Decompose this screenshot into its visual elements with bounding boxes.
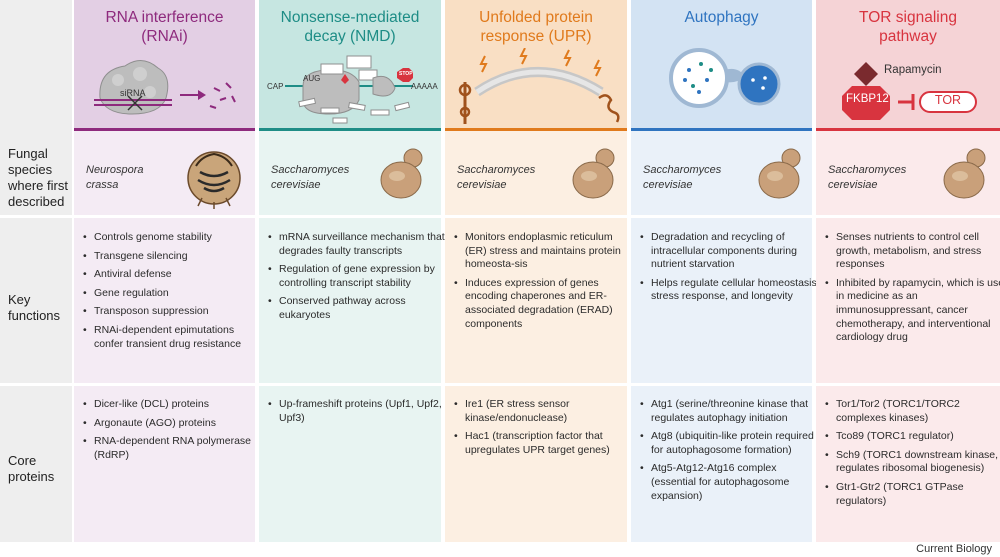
illustration-label-fkbp12: FKBP12: [846, 93, 889, 105]
header-title-rnai: RNA interference (RNAi): [105, 9, 224, 45]
illustration-label-rapamycin: Rapamycin: [884, 64, 942, 76]
list-item: Inhibited by rapamycin, which is used in…: [825, 277, 1000, 345]
yeast-cell-icon: [758, 148, 801, 199]
list-item: Atg1 (serine/threonine kinase that regul…: [640, 398, 823, 425]
illustration-label-cap: CAP: [267, 82, 284, 91]
row-label-species: Fungal species where first described: [8, 146, 68, 209]
column-upr: Unfolded protein response (UPR) Saccharo…: [445, 0, 627, 542]
species-tor: Saccharomyces cerevisiae: [828, 164, 907, 191]
row-divider: [0, 215, 1000, 218]
row-label-column: [0, 0, 72, 542]
proteins-list-tor: Tor1/Tor2 (TORC1/TORC2 complexes kinases…: [822, 398, 1000, 513]
illustration-label-aug: AUG: [303, 74, 321, 83]
row-label-functions: Key functions: [8, 292, 61, 323]
list-item: Degradation and recycling of intracellul…: [640, 231, 823, 272]
list-item: Senses nutrients to control cell growth,…: [825, 231, 1000, 272]
list-item: Dicer-like (DCL) proteins: [83, 398, 266, 412]
ribosome-mrna-icon: [285, 55, 413, 124]
proteins-list-upr: Ire1 (ER stress sensor kinase/endonuclea…: [451, 398, 637, 462]
header-title-upr: Unfolded protein response (UPR): [479, 9, 593, 45]
list-item: RNA-dependent RNA polymerase (RdRP): [83, 435, 266, 462]
list-item: Gene regulation: [83, 287, 266, 301]
illustration-label-tor: TOR: [934, 93, 962, 107]
header-accent-line-autophagy: [631, 128, 812, 131]
list-item: Atg8 (ubiquitin-like protein required fo…: [640, 430, 823, 457]
list-item: Atg5-Atg12-Atg16 complex (essential for …: [640, 462, 823, 503]
neurospora-fruiting-body-icon: [187, 151, 241, 209]
list-item: Monitors endoplasmic reticulum (ER) stre…: [454, 231, 637, 272]
proteins-list-autophagy: Atg1 (serine/threonine kinase that regul…: [637, 398, 823, 508]
yeast-cell-icon: [943, 148, 986, 199]
autophagosome-icon: [669, 48, 781, 108]
illustration-label-polya: AAAAA: [411, 82, 438, 91]
header-accent-line-tor: [816, 128, 1000, 131]
header-accent-line-upr: [445, 128, 627, 131]
dicer-complex-icon: [94, 60, 236, 115]
functions-list-nmd: mRNA surveillance mechanism that degrade…: [265, 231, 451, 328]
list-item: Argonaute (AGO) proteins: [83, 417, 266, 431]
header-title-autophagy: Autophagy: [684, 9, 759, 26]
list-item: Tor1/Tor2 (TORC1/TORC2 complexes kinases…: [825, 398, 1000, 425]
illustration-label-stop: STOP: [399, 71, 413, 77]
species-upr: Saccharomyces cerevisiae: [457, 164, 536, 191]
illustration-label-sirna: siRNA: [120, 88, 146, 98]
list-item: Regulation of gene expression by control…: [268, 263, 451, 290]
species-autophagy: Saccharomyces cerevisiae: [643, 164, 722, 191]
header-autophagy: Autophagy: [631, 0, 812, 131]
header-upr: Unfolded protein response (UPR): [445, 0, 627, 131]
header-title-tor: TOR signaling pathway: [859, 9, 957, 45]
header-title-nmd: Nonsense-mediated decay (NMD): [280, 9, 420, 45]
header-accent-line-rnai: [74, 128, 255, 131]
row-divider: [0, 383, 1000, 386]
list-item: Sch9 (TORC1 downstream kinase, regulates…: [825, 449, 1000, 476]
list-item: Helps regulate cellular homeostasis, str…: [640, 277, 823, 304]
column-tor: TOR signaling pathway Rapamycin FKBP12 T…: [816, 0, 1000, 542]
functions-list-upr: Monitors endoplasmic reticulum (ER) stre…: [451, 231, 637, 336]
header-accent-line-nmd: [259, 128, 441, 131]
tor-inhibition-icon: [842, 62, 977, 120]
list-item: mRNA surveillance mechanism that degrade…: [268, 231, 451, 258]
list-item: Hac1 (transcription factor that upregula…: [454, 430, 637, 457]
list-item: Conserved pathway across eukaryotes: [268, 295, 451, 322]
proteins-list-rnai: Dicer-like (DCL) proteins Argonaute (AGO…: [80, 398, 266, 467]
yeast-cell-icon: [572, 148, 615, 199]
proteins-list-nmd: Up-frameshift proteins (Upf1, Upf2, Upf3…: [265, 398, 451, 430]
functions-list-tor: Senses nutrients to control cell growth,…: [822, 231, 1000, 350]
list-item: Ire1 (ER stress sensor kinase/endonuclea…: [454, 398, 637, 425]
list-item: Transgene silencing: [83, 250, 266, 264]
species-rnai: Neurospora crassa: [86, 164, 144, 191]
functions-list-autophagy: Degradation and recycling of intracellul…: [637, 231, 823, 309]
header-nmd: Nonsense-mediated decay (NMD) CAP AUG ST…: [259, 0, 441, 131]
species-nmd: Saccharomyces cerevisiae: [271, 164, 350, 191]
header-tor: TOR signaling pathway Rapamycin FKBP12 T…: [816, 0, 1000, 131]
header-rnai: RNA interference (RNAi) siRNA: [74, 0, 255, 131]
list-item: Transposon suppression: [83, 305, 266, 319]
functions-list-rnai: Controls genome stability Transgene sile…: [80, 231, 266, 356]
list-item: Gtr1-Gtr2 (TORC1 GTPase regulators): [825, 481, 1000, 508]
list-item: Antiviral defense: [83, 268, 266, 282]
yeast-cell-icon: [380, 148, 423, 199]
column-autophagy: Autophagy Saccharomyces cerevisiae Degra…: [631, 0, 820, 542]
er-stress-icon: [458, 48, 620, 124]
list-item: Up-frameshift proteins (Upf1, Upf2, Upf3…: [268, 398, 451, 425]
list-item: Induces expression of genes encoding cha…: [454, 277, 637, 331]
column-nmd: Nonsense-mediated decay (NMD) CAP AUG ST…: [259, 0, 445, 542]
row-label-proteins: Core proteins: [8, 453, 55, 484]
footer-credit: Current Biology: [916, 543, 992, 555]
list-item: Controls genome stability: [83, 231, 266, 245]
list-item: RNAi-dependent epimutations confer trans…: [83, 324, 266, 351]
list-item: Tco89 (TORC1 regulator): [825, 430, 1000, 444]
column-rnai: RNA interference (RNAi) siRNA Neurospora…: [74, 0, 255, 542]
